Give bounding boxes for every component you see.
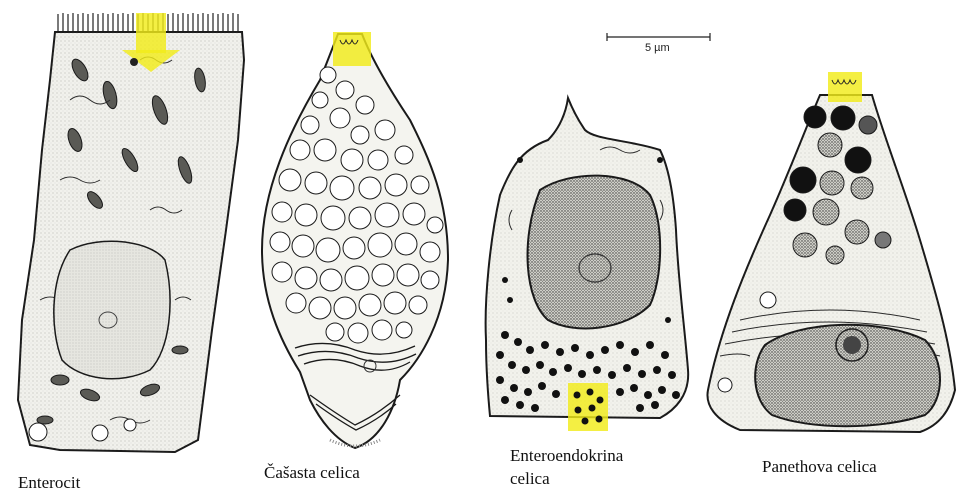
paneth-highlight (828, 72, 862, 102)
goblet-highlight (333, 32, 371, 66)
caption-enteroendocrine-line2: celica (510, 468, 550, 489)
enterocyte-highlight (136, 13, 166, 53)
scale-bar-label: 5 µm (645, 42, 670, 54)
paneth-cell (707, 72, 955, 432)
caption-goblet: Čašasta celica (264, 462, 360, 483)
enteroendocrine-nucleus (528, 176, 661, 329)
caption-enterocyte: Enterocit (18, 472, 80, 493)
scale-bar (607, 33, 710, 41)
goblet-cell (262, 32, 448, 448)
caption-enteroendocrine-line1: Enteroendokrina (510, 445, 623, 466)
caption-paneth: Panethova celica (762, 456, 877, 477)
enteroendocrine-cell (486, 98, 689, 431)
enterocyte-cell (18, 13, 244, 452)
